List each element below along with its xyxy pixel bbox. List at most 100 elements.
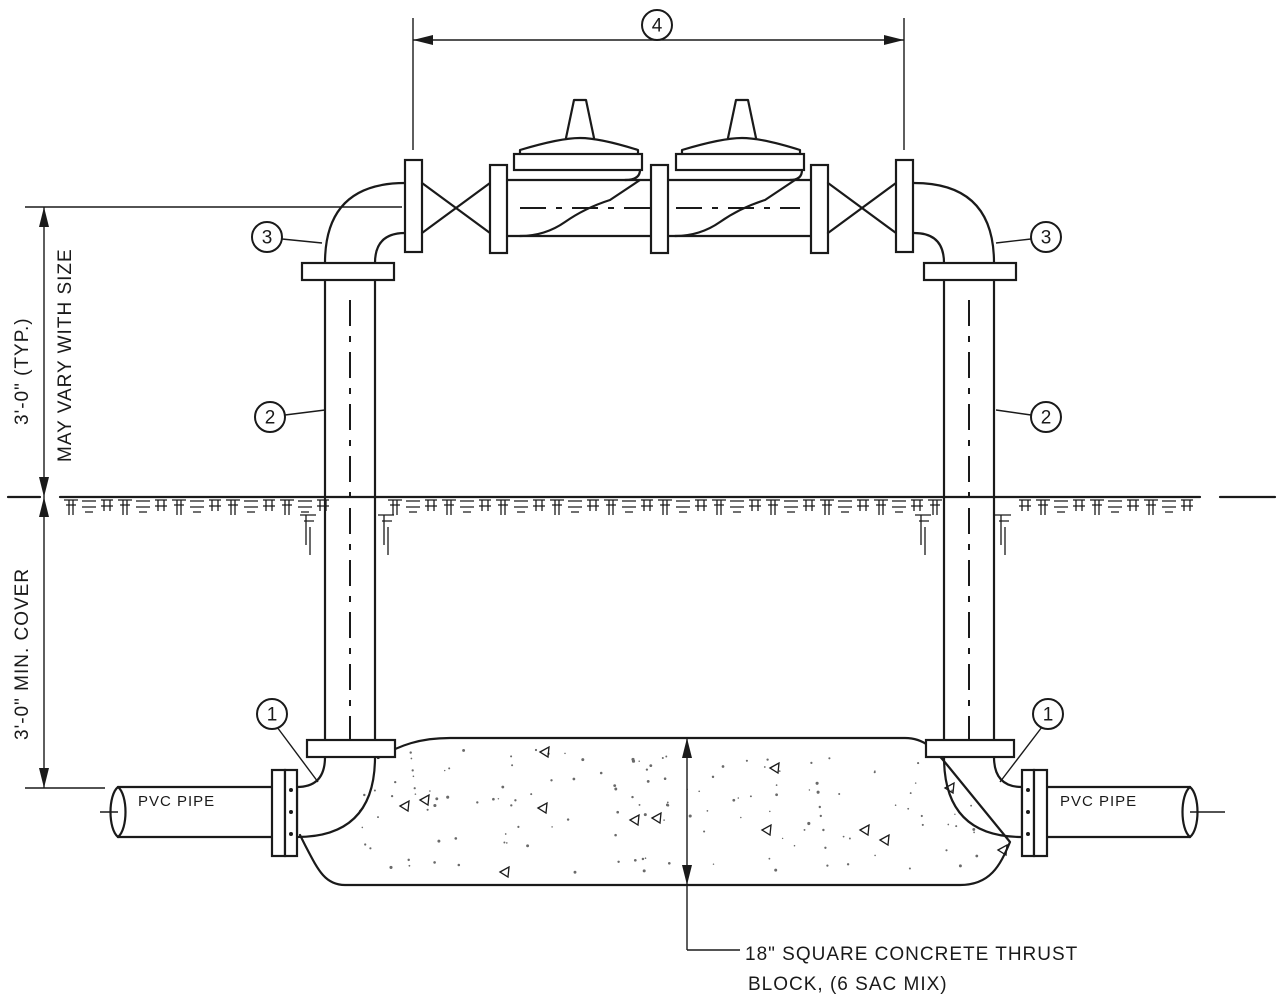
concrete-speck [874, 854, 876, 857]
concrete-speck [838, 792, 841, 796]
concrete-speck [643, 813, 647, 817]
concrete-speck [848, 837, 851, 840]
soil-hatch-mark [1162, 500, 1176, 513]
concrete-aggregate-triangle [858, 823, 870, 837]
concrete-speck [970, 804, 973, 807]
right-top-flange-horizontal [922, 261, 1018, 282]
concrete-speck [737, 797, 740, 799]
concrete-speck [617, 860, 620, 864]
soil-hatch-mark [533, 499, 545, 511]
concrete-speck [703, 830, 706, 833]
callout-1-left-bubble [256, 698, 288, 730]
soil-hatch-mark [892, 500, 906, 513]
concrete-speck [433, 803, 437, 808]
soil-hatch-mark [298, 500, 312, 513]
concrete-speck [448, 767, 451, 770]
concrete-speck [550, 779, 553, 782]
concrete-speck [457, 863, 461, 867]
concrete-speck [505, 842, 508, 844]
concrete-speck [566, 818, 570, 821]
concrete-speck [510, 804, 513, 807]
left-gate-valve [403, 158, 509, 255]
soil-hatch-mark [406, 500, 420, 513]
soil-hatch-mark [676, 500, 690, 513]
left-bottom-flange-vertical [305, 738, 397, 759]
concrete-speck [631, 757, 635, 761]
soil-hatch-mark [766, 499, 780, 515]
concrete-speck [803, 828, 806, 831]
soil-hatch-mark [712, 499, 726, 515]
left-pvc-pipe [100, 785, 277, 839]
concrete-aggregate-triangle [398, 799, 410, 813]
concrete-speck [958, 864, 962, 868]
concrete-speck [818, 805, 821, 809]
concrete-speck [749, 795, 752, 798]
concrete-aggregate-triangle [650, 811, 662, 825]
backflow-preventer-body [505, 163, 830, 255]
callout-4-label: 4 [652, 16, 663, 37]
soil-hatch-mark [568, 500, 582, 513]
soil-hatch-mark [641, 499, 653, 511]
concrete-speck [807, 821, 811, 826]
soil-hatch-mark [695, 499, 707, 511]
concrete-speck [873, 771, 876, 774]
concrete-speck [530, 793, 533, 796]
callout-3-right-label: 3 [1041, 228, 1052, 249]
concrete-aggregate-triangle [768, 761, 780, 775]
concrete-speck [810, 761, 813, 765]
concrete-speck [514, 799, 517, 802]
concrete-speck [573, 870, 577, 874]
concrete-speck [638, 803, 641, 806]
callout-2-right-label: 2 [1041, 408, 1052, 429]
soil-hatch-mark [388, 499, 402, 515]
concrete-speck [907, 807, 910, 810]
left-top-flange-horizontal [300, 261, 396, 282]
concrete-speck [476, 801, 479, 804]
concrete-speck [909, 792, 912, 795]
soil-hatch-mark [820, 499, 834, 515]
concrete-aggregate-triangle [628, 813, 640, 827]
right-pipe-label: PVC PIPE [1060, 793, 1137, 810]
concrete-speck [390, 794, 394, 798]
callout-4-bubble [641, 9, 673, 41]
concrete-speck [511, 764, 514, 767]
concrete-speck [426, 808, 429, 811]
soil-hatch-mark [730, 500, 744, 513]
soil-hatch-mark [1036, 499, 1050, 515]
soil-hatch-mark [550, 499, 564, 515]
soil-hatch-mark [604, 499, 618, 515]
soil-hatch-mark [82, 500, 96, 513]
concrete-speck [663, 819, 665, 821]
concrete-speck [364, 843, 367, 846]
concrete-speck [822, 828, 825, 832]
concrete-speck [645, 768, 649, 771]
dimension-above-grade-line2: MAY VARY WITH SIZE [55, 248, 76, 462]
concrete-speck [599, 771, 603, 775]
concrete-speck [361, 826, 364, 829]
concrete-speck [819, 814, 822, 818]
concrete-speck [954, 813, 956, 816]
concrete-speck [551, 826, 553, 828]
concrete-speck [437, 839, 441, 843]
callout-3-left-label: 3 [262, 228, 273, 249]
concrete-speck [975, 854, 979, 858]
soil-hatch-mark [209, 499, 221, 511]
concrete-speck [808, 789, 811, 791]
concrete-speck [410, 757, 413, 760]
soil-hatch-mark [460, 500, 474, 513]
concrete-speck [363, 793, 366, 797]
soil-hatch-mark [1108, 500, 1122, 513]
soil-hatch-mark [263, 499, 275, 511]
soil-hatch-mark [1127, 499, 1139, 511]
concrete-aggregate-triangle [760, 823, 772, 837]
soil-hatch-mark [1073, 499, 1085, 511]
concrete-speck [955, 825, 958, 828]
callout-2-left-bubble [254, 401, 286, 433]
soil-hatch-mark [587, 499, 599, 511]
concrete-speck [917, 762, 920, 765]
callout-2-left-label: 2 [265, 408, 276, 429]
concrete-speck [649, 764, 653, 768]
concrete-speck [769, 810, 771, 813]
concrete-speck [947, 823, 950, 826]
callout-3-left-bubble [251, 221, 283, 253]
